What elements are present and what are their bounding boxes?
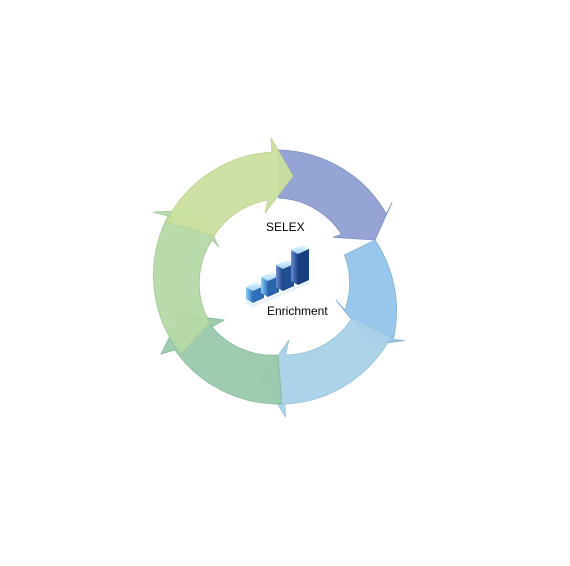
cycle-arrows (152, 137, 405, 418)
cycle-arrow-6 (165, 137, 294, 237)
cycle-arrow-5 (152, 209, 220, 355)
cycle-arrow-3 (261, 317, 392, 418)
diagram-subtitle: Enrichment (267, 304, 328, 318)
bar-chart-growth-icon (246, 245, 309, 307)
diagram-title: SELEX (266, 220, 305, 234)
cycle-arrow-1 (278, 149, 393, 241)
